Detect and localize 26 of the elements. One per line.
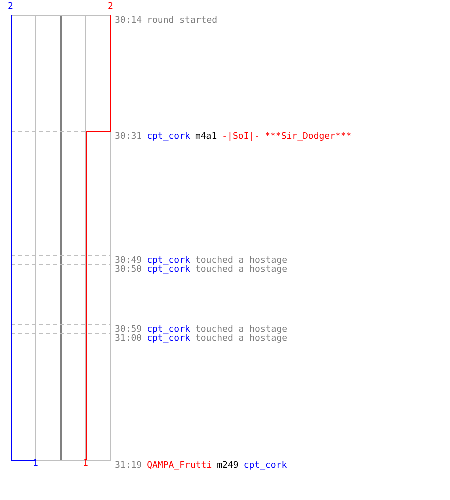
score-number: 2 [108, 3, 114, 12]
weapon-name: m249 [217, 462, 239, 471]
player-name: cpt_cork [147, 326, 190, 335]
player-name: cpt_cork [147, 257, 190, 266]
timestamp: 30:31 [115, 133, 142, 142]
timestamp: 31:00 [115, 335, 142, 344]
player-name: QAMPA_Frutti [147, 462, 212, 471]
timestamp: 30:14 [115, 17, 142, 26]
timestamp: 30:49 [115, 257, 142, 266]
event-text: touched a hostage [195, 335, 288, 344]
weapon-name: m4a1 [195, 133, 218, 142]
timestamp: 31:19 [115, 462, 142, 471]
timestamp: 30:50 [115, 266, 142, 275]
team-tag: -|SoI|- [222, 133, 260, 142]
event-text: touched a hostage [195, 257, 288, 266]
event-text: round started [147, 17, 218, 26]
timestamp: 30:59 [115, 326, 142, 335]
score-number: 1 [83, 460, 88, 469]
player-name: cpt_cork [244, 462, 288, 471]
player-name: cpt_cork [147, 133, 190, 142]
player-name: cpt_cork [147, 266, 190, 275]
score-number: 2 [8, 3, 14, 12]
player-name: ***Sir_Dodger*** [265, 133, 352, 142]
event-text: touched a hostage [195, 266, 288, 275]
event-text: touched a hostage [195, 326, 288, 335]
player-name: cpt_cork [147, 335, 190, 344]
